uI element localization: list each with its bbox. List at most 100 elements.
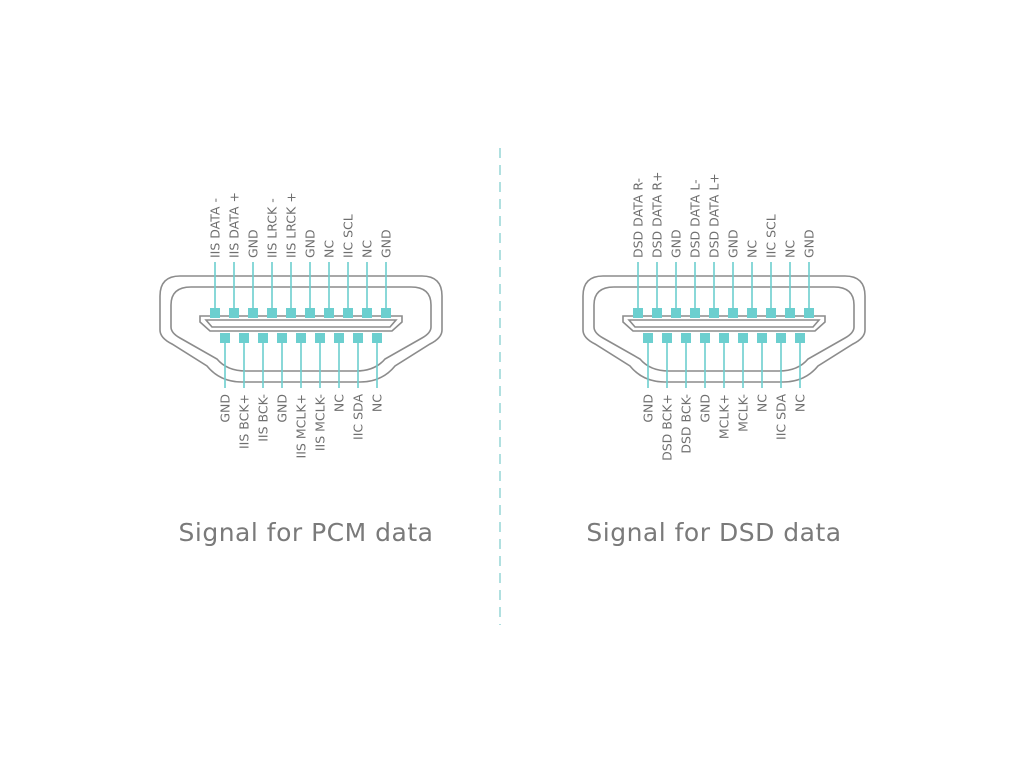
top-pin-label: DSD DATA L- [688,179,703,258]
top-pin-label: GND [379,229,394,258]
top-pin-label: DSD DATA L+ [707,173,722,258]
top-pin-row: IIS DATA - IIS DATA + GND IIS LRCK - IIS LRC… [208,192,394,318]
bottom-pin-label: IIS MCLK+ [294,394,309,458]
pin-pad [334,333,344,343]
bottom-pin: DSD BCK- [679,333,694,454]
top-pin-label: GND [802,229,817,258]
bottom-pin-label: DSD BCK+ [660,394,675,461]
bottom-pin-label: NC [332,394,347,412]
bottom-pin: NC [332,333,347,412]
bottom-pin-label: IIC SDA [351,394,366,440]
pin-pad [372,333,382,343]
top-pin-label: DSD DATA R+ [650,172,665,259]
pin-pad [728,308,738,318]
bottom-pin-label: IIS BCK+ [237,394,252,449]
bottom-pin-label: GND [275,394,290,423]
bottom-pin: NC [370,333,385,412]
bottom-pin-label: MCLK- [736,394,751,432]
top-pin: GND [669,229,684,318]
bottom-pin: MCLK- [736,333,751,432]
bottom-pin-label: GND [698,394,713,423]
pin-pad [267,308,277,318]
dsd-connector-diagram: DSD DATA R- DSD DATA R+ GND DSD DATA L- DSD … [582,172,866,547]
bottom-pin-label: IIC SDA [774,394,789,440]
top-pin: IIS DATA + [227,192,242,318]
bottom-pin: GND [275,333,290,423]
bottom-pin: NC [755,333,770,412]
pin-pad [353,333,363,343]
top-pin: GND [246,229,261,318]
pin-pad [700,333,710,343]
pin-pad [248,308,258,318]
top-pin: GND [726,229,741,318]
top-pin: DSD DATA L- [688,179,703,318]
bottom-pin-label: MCLK+ [717,394,732,439]
bottom-pin: DSD BCK+ [660,333,675,461]
pin-pad [776,333,786,343]
top-pin: DSD DATA R- [631,178,646,318]
bottom-pin-label: IIS BCK- [256,394,271,442]
pin-pad [258,333,268,343]
top-pin-label: NC [322,240,337,258]
top-pin: GND [802,229,817,318]
pin-pad [652,308,662,318]
bottom-pin-row: GND DSD BCK+ DSD BCK- GND MCLK+ MCLK- NC IIC SD… [641,333,808,461]
pin-pad [719,333,729,343]
top-pin-label: NC [783,240,798,258]
bottom-pin: IIC SDA [774,333,789,440]
pin-pad [738,333,748,343]
top-pin: GND [303,229,318,318]
top-pin: IIC SCL [764,214,779,318]
top-pin: DSD DATA L+ [707,173,722,318]
pin-pad [795,333,805,343]
top-pin: NC [322,240,337,318]
bottom-pin: IIS MCLK+ [294,333,309,458]
top-pin-label: GND [726,229,741,258]
bottom-pin-row: GND IIS BCK+ IIS BCK- GND IIS MCLK+ IIS MCLK-… [218,333,385,458]
pin-pad [671,308,681,318]
top-pin: DSD DATA R+ [650,172,665,318]
bottom-pin-label: NC [370,394,385,412]
top-pin-label: IIS LRCK - [265,198,280,258]
bottom-pin: GND [641,333,656,423]
pin-pad [362,308,372,318]
bottom-pin: GND [218,333,233,423]
top-pin-label: NC [745,240,760,258]
bottom-pin: MCLK+ [717,333,732,439]
top-pin: GND [379,229,394,318]
top-pin-label: IIC SCL [764,214,779,258]
top-pin-label: GND [303,229,318,258]
pin-pad [239,333,249,343]
bottom-pin-label: GND [641,394,656,423]
pin-pad [210,308,220,318]
pin-pad [690,308,700,318]
top-pin-label: DSD DATA R- [631,178,646,258]
connector-inner-shell [170,286,432,372]
pin-pad [633,308,643,318]
bottom-pin-label: IIS MCLK- [313,394,328,451]
top-pin: NC [745,240,760,318]
connector-tongue [622,315,826,332]
pin-pad [324,308,334,318]
connector-tongue [199,315,403,332]
bottom-pin: IIS BCK- [256,333,271,442]
pin-pad [381,308,391,318]
top-pin-label: IIS DATA - [208,198,223,258]
bottom-pin: NC [793,333,808,412]
top-pin-label: GND [669,229,684,258]
pin-pad [757,333,767,343]
pin-pad [305,308,315,318]
top-pin: IIS DATA - [208,198,223,318]
top-pin-row: DSD DATA R- DSD DATA R+ GND DSD DATA L- DSD … [631,172,817,318]
bottom-pin: IIC SDA [351,333,366,440]
pin-pad [709,308,719,318]
top-pin: IIS LRCK + [284,192,299,318]
top-pin: IIS LRCK - [265,198,280,318]
top-pin: NC [783,240,798,318]
connector-outer-shell [159,275,443,383]
bottom-pin: GND [698,333,713,423]
pin-pad [229,308,239,318]
connector-inner-shell [593,286,855,372]
connector-outer-shell [582,275,866,383]
